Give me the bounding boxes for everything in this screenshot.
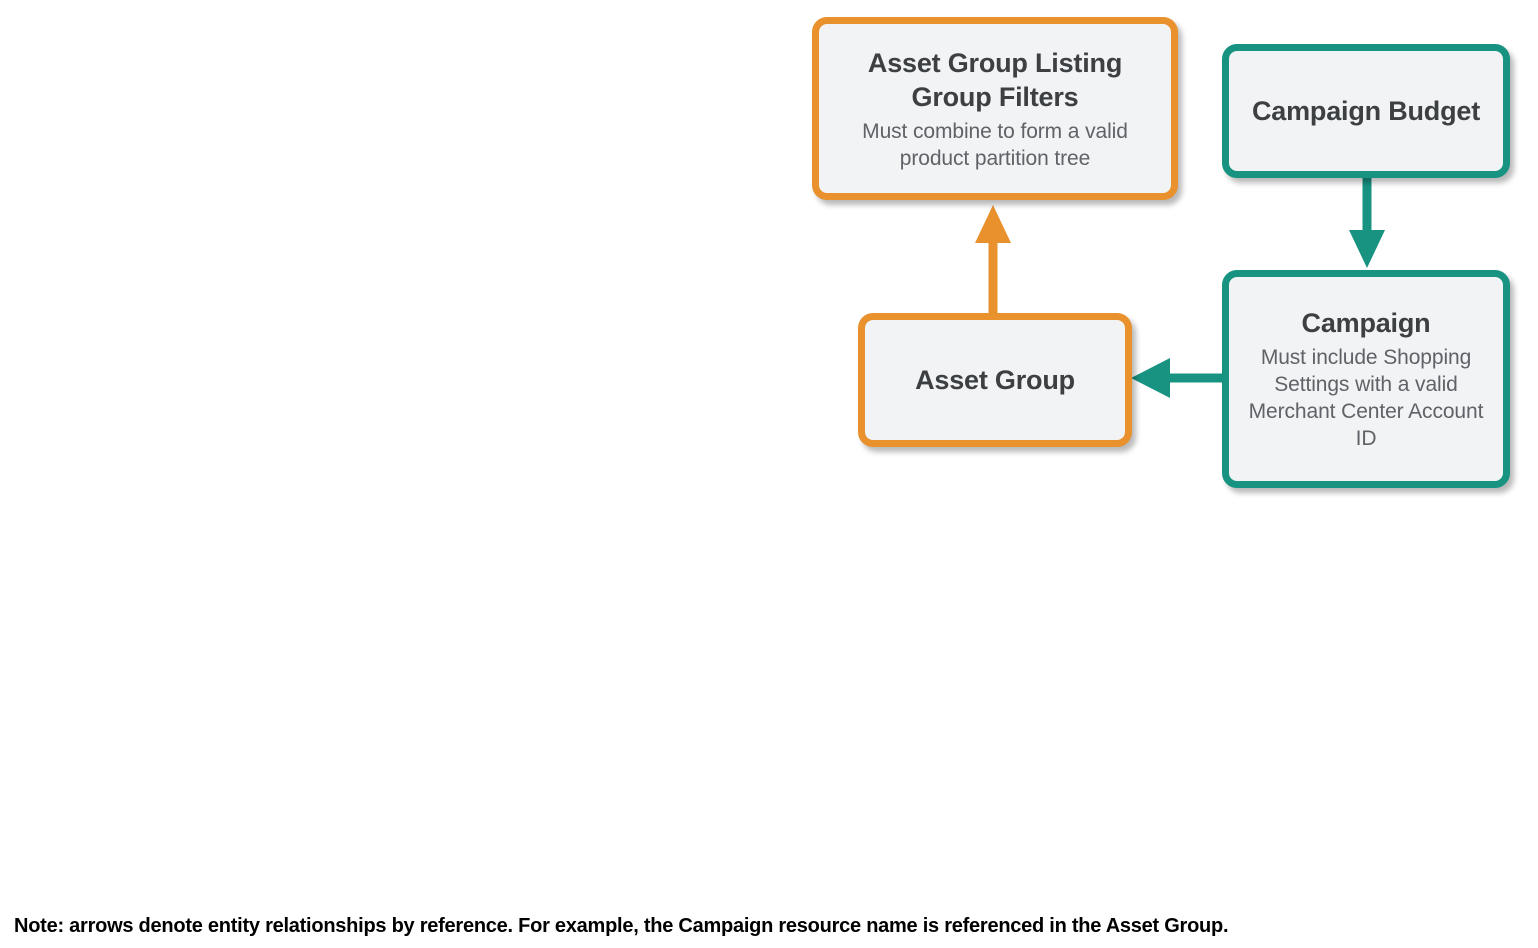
- edge-campaign-to-asset-group: [1131, 358, 1226, 398]
- node-campaign-budget[interactable]: Campaign Budget: [1222, 44, 1510, 178]
- node-title: Asset Group: [915, 365, 1075, 395]
- node-asset-group-listing-group-filters[interactable]: Asset Group Listing Group Filters Must c…: [812, 17, 1178, 200]
- edge-asset-group-to-listing-group-filters: [975, 205, 1011, 320]
- node-asset-group[interactable]: Asset Group: [858, 313, 1132, 447]
- diagram-note: Note: arrows denote entity relationships…: [14, 915, 1229, 937]
- node-description: Must include Shopping Settings with a va…: [1248, 346, 1484, 450]
- edge-campaign-budget-to-campaign: [1349, 170, 1385, 268]
- arrowhead-left-icon: [1131, 358, 1170, 398]
- node-title: Campaign: [1301, 308, 1431, 338]
- node-title: Asset Group Listing Group Filters: [867, 47, 1123, 112]
- node-description: Must combine to form a valid product par…: [862, 119, 1128, 170]
- arrowhead-down-icon: [1349, 230, 1385, 268]
- node-campaign[interactable]: Campaign Must include Shopping Settings …: [1222, 270, 1510, 488]
- node-title: Campaign Budget: [1251, 96, 1480, 126]
- arrowhead-up-icon: [975, 205, 1011, 243]
